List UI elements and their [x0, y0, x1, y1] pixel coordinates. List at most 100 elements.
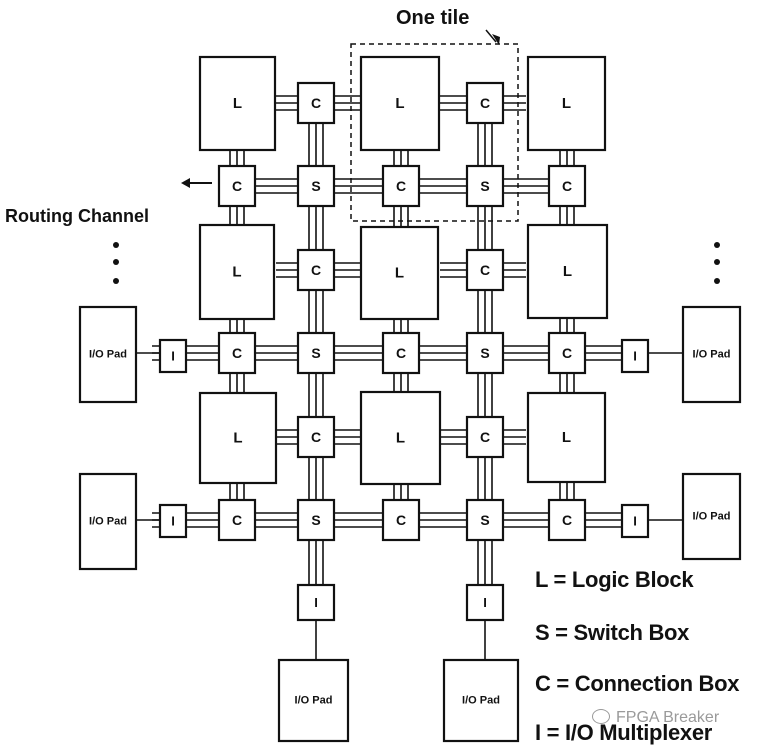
switch-box-label: S [311, 512, 320, 528]
connection-box-label: C [396, 512, 406, 528]
io-mux: I [158, 338, 188, 374]
continuation-dot [714, 259, 720, 265]
io-pad: I/O Pad [78, 472, 138, 571]
watermark: FPGA Breaker [592, 709, 719, 727]
switch-box-box [465, 331, 505, 375]
legend-connection-box: C = Connection Box [535, 671, 740, 696]
routing-pointer-arrowhead [181, 178, 190, 188]
continuation-dot [714, 242, 720, 248]
logic-block-box [359, 55, 441, 152]
logic-block-label: L [232, 264, 241, 281]
connection-box: C [381, 498, 421, 542]
io-pad: I/O Pad [681, 305, 742, 404]
connection-box: C [465, 248, 505, 292]
switch-box-label: S [480, 178, 489, 194]
io-mux: I [620, 338, 650, 374]
io-pad-box [277, 658, 350, 743]
connection-box-box [381, 498, 421, 542]
io-mux: I [465, 583, 505, 622]
logic-block: L [526, 223, 609, 320]
tile-pointer-line [485, 29, 497, 43]
switch-box: S [465, 164, 505, 208]
switch-box: S [296, 498, 336, 542]
logic-block: L [198, 391, 278, 485]
logic-block-box [198, 391, 278, 485]
connection-box-box [217, 498, 257, 542]
io-mux-box [158, 503, 188, 539]
routing-channel-label: Routing Channel [5, 206, 149, 226]
connection-box-label: C [232, 178, 242, 194]
connection-box-box [381, 331, 421, 375]
connection-box: C [381, 331, 421, 375]
connection-box-box [217, 331, 257, 375]
connection-box: C [547, 164, 587, 208]
logic-block-label: L [563, 263, 572, 280]
legend-logic-block: L = Logic Block [535, 567, 694, 592]
connection-box: C [296, 415, 336, 459]
io-mux-label: I [171, 349, 175, 364]
logic-block-box [359, 390, 442, 486]
connection-box: C [217, 331, 257, 375]
connection-box: C [547, 331, 587, 375]
logic-block: L [526, 55, 607, 152]
connection-box-box [547, 331, 587, 375]
io-mux-box [465, 583, 505, 622]
legend-io-multiplexer: I = I/O Multiplexer [535, 720, 713, 745]
continuation-dot [113, 278, 119, 284]
chat-bubble-icon [592, 709, 610, 724]
connection-box-label: C [480, 429, 490, 445]
connection-box-box [547, 164, 587, 208]
io-mux-label: I [633, 349, 637, 364]
connection-box-label: C [232, 345, 242, 361]
switch-box: S [465, 331, 505, 375]
io-pad-box [78, 472, 138, 571]
connection-box-box [217, 164, 257, 208]
switch-box-label: S [311, 345, 320, 361]
logic-block: L [359, 225, 440, 321]
logic-block-label: L [233, 95, 242, 112]
logic-block-box [526, 55, 607, 152]
logic-block-label: L [395, 95, 404, 112]
io-pad-label: I/O Pad [89, 349, 127, 361]
logic-block-box [359, 225, 440, 321]
connection-box-label: C [480, 95, 490, 111]
io-pad-label: I/O Pad [89, 516, 127, 528]
connection-box-label: C [311, 429, 321, 445]
continuation-dot [714, 278, 720, 284]
connection-box: C [465, 415, 505, 459]
connection-box-box [296, 81, 336, 125]
logic-block-label: L [233, 430, 242, 447]
logic-block-label: L [395, 265, 404, 282]
tile-outline [350, 43, 519, 222]
io-pad-label: I/O Pad [693, 349, 731, 361]
logic-block-label: L [562, 429, 571, 446]
connection-box-box [465, 415, 505, 459]
connection-box-label: C [396, 178, 406, 194]
connection-box: C [381, 164, 421, 208]
logic-block-box [526, 223, 609, 320]
io-mux-box [296, 583, 336, 622]
io-pad-label: I/O Pad [295, 695, 333, 707]
io-pad-box [442, 658, 520, 743]
connection-box-box [547, 498, 587, 542]
io-pad: I/O Pad [442, 658, 520, 743]
io-pad: I/O Pad [681, 472, 742, 561]
io-mux-box [620, 503, 650, 539]
connection-box-label: C [480, 262, 490, 278]
switch-box-label: S [311, 178, 320, 194]
io-pad-box [681, 305, 742, 404]
tile-pointer-arrowhead [492, 34, 500, 45]
connection-box-box [296, 248, 336, 292]
io-pad-label: I/O Pad [462, 695, 500, 707]
continuation-dots [113, 242, 720, 284]
switch-box-label: S [480, 345, 489, 361]
connection-box-label: C [311, 262, 321, 278]
io-mux-box [158, 338, 188, 374]
connection-box-label: C [562, 178, 572, 194]
connection-box: C [296, 81, 336, 125]
io-pad: I/O Pad [78, 305, 138, 404]
logic-block-box [526, 391, 607, 484]
tile-title: One tile [396, 7, 469, 29]
